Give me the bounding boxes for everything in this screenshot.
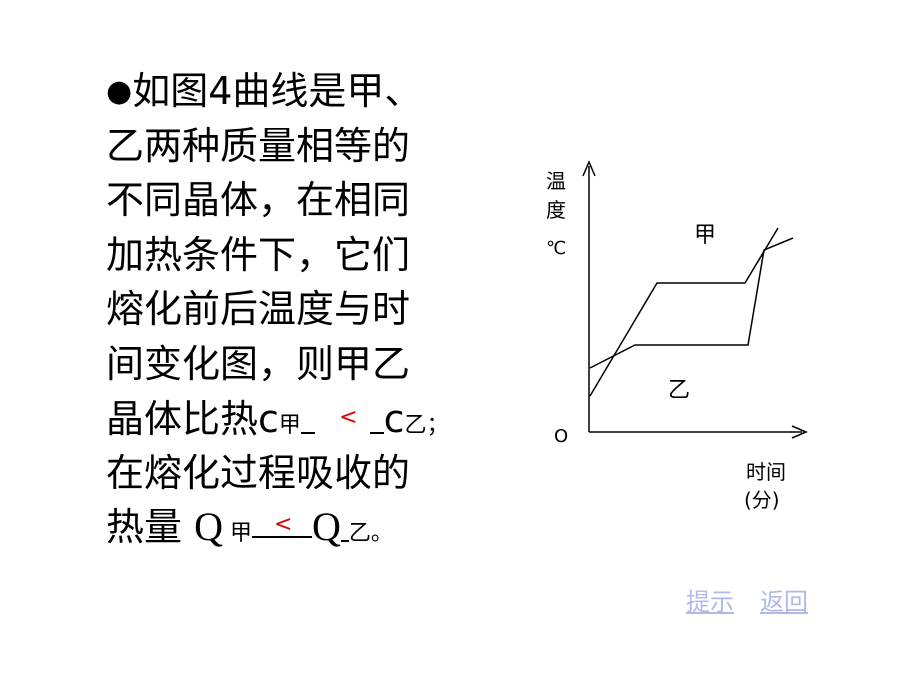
question-line-7: 晶体比热c甲 < c乙；: [106, 397, 449, 441]
x-axis-arrow: [791, 425, 808, 439]
curve-label-jia: 甲: [694, 223, 717, 248]
graph-svg: [582, 160, 808, 439]
curve-yi: [589, 237, 794, 369]
x-label-1: 时间: [746, 460, 786, 484]
question-line-6: 间变化图，则甲乙: [106, 341, 411, 386]
y-label-2: 度: [546, 198, 566, 222]
answer-1: <: [339, 405, 358, 430]
question-line-8: 在熔化过程吸收的: [106, 450, 411, 495]
question-line-1: ●如图4曲线是甲、: [106, 69, 423, 113]
blank-2: [369, 414, 384, 434]
back-link[interactable]: 返回: [760, 588, 808, 616]
hint-link[interactable]: 提示: [686, 588, 734, 616]
question-line-5: 熔化前后温度与时: [106, 287, 411, 331]
x-label-2: (分): [744, 488, 780, 512]
curve-label-yi: 乙: [668, 378, 691, 403]
question-line-2: 乙两种质量相等的: [106, 123, 411, 168]
nav-links: 提示返回: [686, 582, 834, 617]
y-label-1: 温: [546, 169, 566, 193]
question-text: ●如图4曲线是甲、 乙两种质量相等的 不同晶体，在相同 加热条件下，它们 熔化前…: [106, 64, 526, 555]
bullet-icon: ●: [106, 74, 133, 109]
question-line-4: 加热条件下，它们: [106, 232, 411, 277]
curve-jia: [589, 227, 779, 397]
origin-label: O: [554, 426, 569, 447]
question-line-3: 不同晶体，在相同: [106, 178, 411, 222]
answer-2: <: [273, 512, 293, 537]
temperature-time-graph: 温 度 ℃ 甲 乙 O 时间 (分): [540, 150, 840, 520]
blank-3: <: [251, 512, 312, 538]
y-axis-arrow: [582, 160, 596, 177]
blank-4: [340, 522, 349, 542]
blank-1: [300, 414, 315, 434]
y-unit: ℃: [546, 238, 567, 259]
